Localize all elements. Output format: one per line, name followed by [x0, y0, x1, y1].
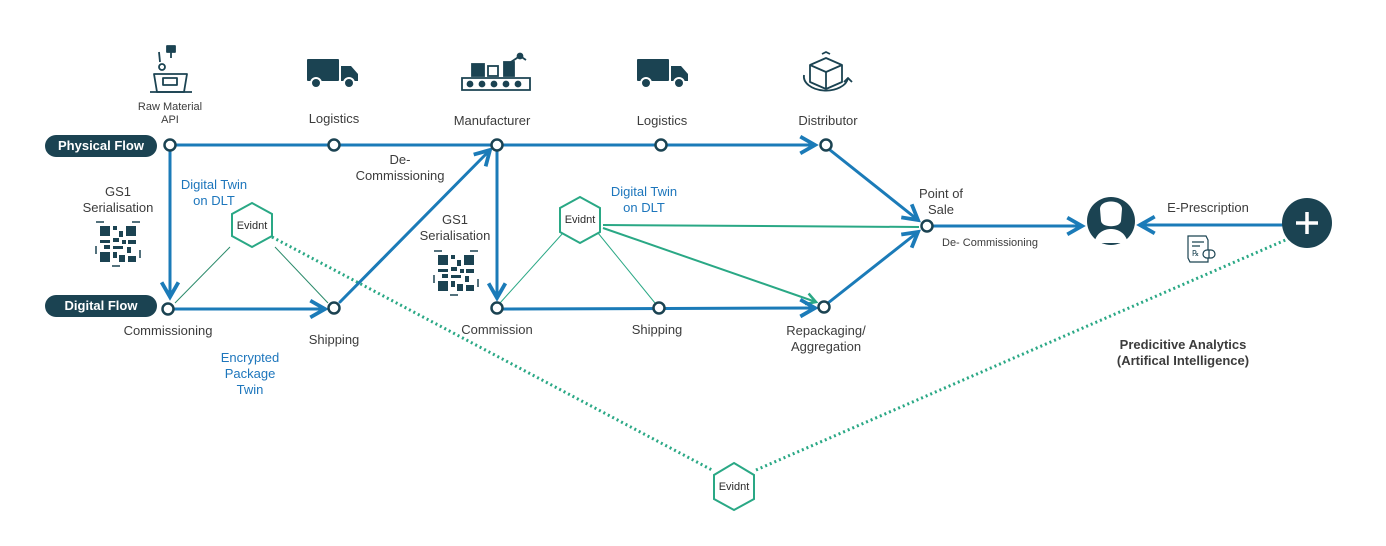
- label-pos-decommissioning: De- Commissioning: [942, 237, 1038, 249]
- node-shipping-2: [652, 301, 666, 315]
- twin-links-mid: [499, 224, 920, 306]
- twin-links-left: [174, 246, 329, 304]
- label-predictive-analytics: Predicitive Analytics (Artifical Intelli…: [1116, 337, 1250, 368]
- rotating-box-icon: [803, 51, 853, 92]
- node-logistics-1: [327, 138, 341, 152]
- label-gs1-left: GS1 Serialisation: [82, 184, 154, 215]
- prescription-icon: ℞: [1187, 235, 1216, 263]
- evidnt-hex-mid: [559, 195, 601, 245]
- node-commission: [490, 301, 504, 315]
- evidnt-label-bottom: Evidnt: [718, 481, 750, 493]
- flow-nodes: [161, 138, 934, 316]
- factory-worker-icon: [150, 45, 192, 93]
- label-gs1-mid: GS1 Serialisation: [419, 212, 491, 243]
- label-repackaging: Repackaging/ Aggregation: [786, 323, 866, 354]
- digital-flow-pill: Digital Flow: [45, 295, 157, 317]
- qr-code-icon: [95, 221, 141, 267]
- truck-icon: [637, 59, 688, 89]
- node-manufacturer: [490, 138, 504, 152]
- node-shipping-1: [327, 301, 341, 315]
- evidnt-label-mid: Evidnt: [564, 214, 596, 226]
- predictive-links: [271, 235, 1291, 472]
- plus-icon: [1282, 198, 1332, 248]
- qr-code-icon: [433, 250, 479, 296]
- label-e-prescription: E-Prescription: [1167, 200, 1249, 215]
- node-point-of-sale: [920, 219, 934, 233]
- evidnt-hex-left: [231, 201, 273, 249]
- label-point-of-sale: Point of Sale: [918, 186, 964, 217]
- label-commission: Commission: [461, 322, 533, 337]
- label-raw-material: Raw Material API: [137, 101, 203, 126]
- svg-text:℞: ℞: [1192, 249, 1199, 258]
- evidnt-label-left: Evidnt: [236, 220, 268, 232]
- label-commissioning: Commissioning: [123, 323, 213, 338]
- label-shipping-1: Shipping: [308, 332, 360, 347]
- node-distributor: [819, 138, 833, 152]
- label-shipping-2: Shipping: [631, 322, 683, 337]
- label-distributor: Distributor: [798, 113, 858, 128]
- label-digital-twin-mid: Digital Twin on DLT: [610, 184, 678, 215]
- label-digital-twin-left: Digital Twin on DLT: [180, 177, 248, 208]
- label-logistics-2: Logistics: [636, 113, 688, 128]
- label-encrypted-package-twin: Encrypted Package Twin: [220, 350, 280, 397]
- label-logistics-1: Logistics: [308, 111, 360, 126]
- node-logistics-2: [654, 138, 668, 152]
- node-physical-start: [163, 138, 177, 152]
- node-repackaging: [817, 300, 831, 314]
- physical-flow-pill: Physical Flow: [45, 135, 157, 157]
- patient-silhouette-icon: [1087, 197, 1135, 245]
- label-manufacturer: Manufacturer: [453, 113, 531, 128]
- node-commissioning: [161, 302, 175, 316]
- truck-icon: [307, 59, 358, 89]
- label-decommissioning: De- Commissioning: [355, 152, 445, 183]
- assembly-line-icon: [461, 52, 531, 91]
- evidnt-hex-bottom: [713, 461, 755, 512]
